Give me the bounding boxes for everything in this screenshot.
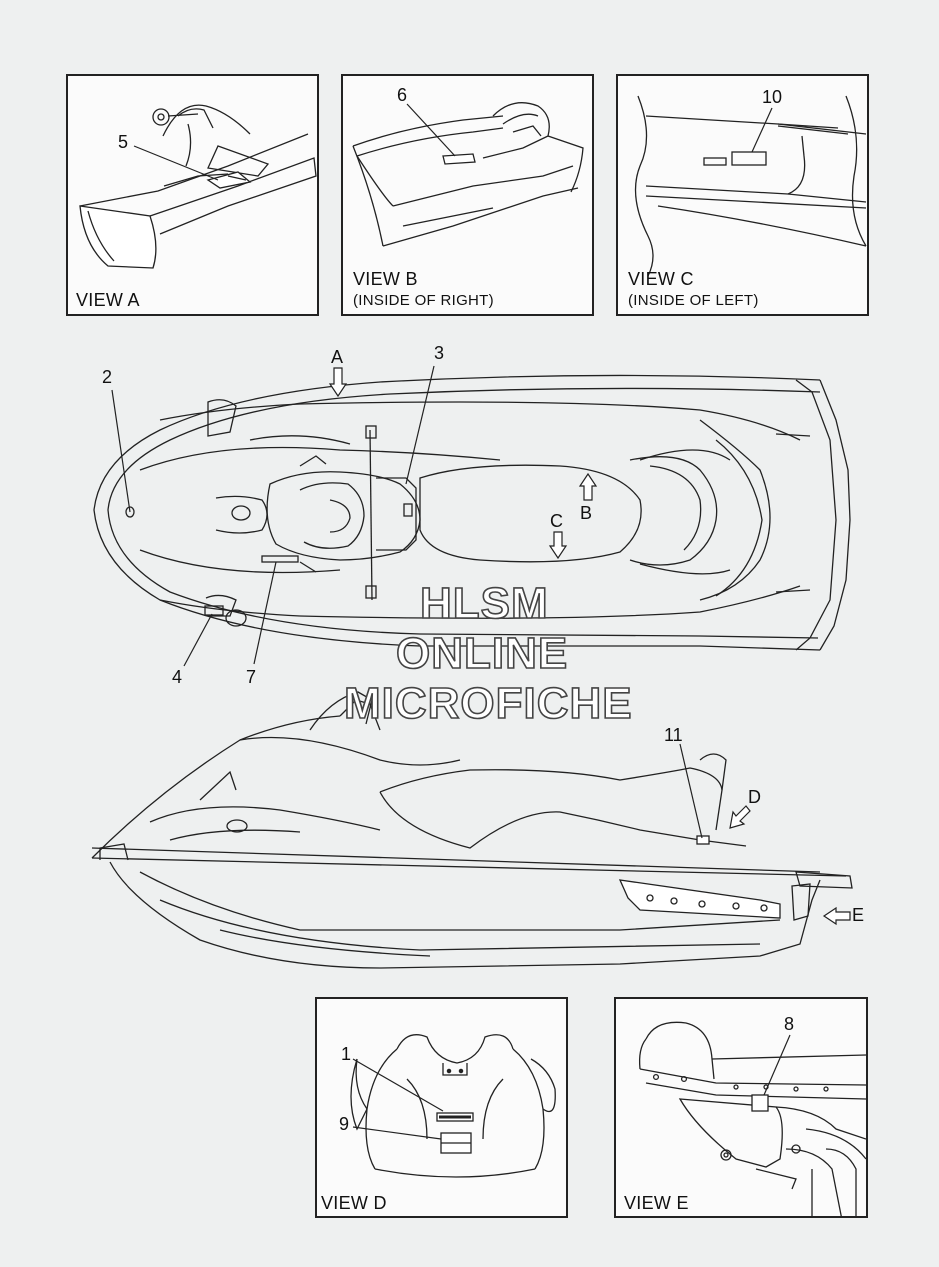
callout-8: 8 bbox=[784, 1014, 795, 1034]
callout-7: 7 bbox=[246, 667, 257, 687]
view-arrow-label-a: A bbox=[331, 347, 344, 367]
callout-6: 6 bbox=[397, 85, 408, 105]
watermark-line-2: ONLINE bbox=[395, 629, 569, 678]
view-e-title: VIEW E bbox=[624, 1193, 689, 1213]
view-a-drawing bbox=[79, 104, 317, 269]
view-arrow-label-d: D bbox=[748, 787, 761, 807]
side-view-hull bbox=[91, 691, 853, 969]
view-arrow-label-c: C bbox=[550, 511, 563, 531]
watermark-line-1: HLSM bbox=[419, 579, 549, 628]
leader-10 bbox=[751, 107, 773, 153]
view-arrow-label-b: B bbox=[580, 503, 593, 523]
top-view-leaders bbox=[111, 365, 435, 667]
watermark-line-3: MICROFICHE bbox=[343, 679, 633, 728]
callout-9: 9 bbox=[339, 1114, 350, 1134]
view-a-title: VIEW A bbox=[76, 290, 140, 310]
callout-1: 1 bbox=[341, 1044, 352, 1064]
leader-6 bbox=[406, 103, 456, 157]
callout-3: 3 bbox=[434, 343, 445, 363]
view-d-title: VIEW D bbox=[321, 1193, 387, 1213]
view-b-panel: 6 VIEW B (INSIDE OF RIGHT) bbox=[341, 74, 594, 316]
view-e-panel: 8 VIEW E bbox=[614, 997, 868, 1218]
view-d-panel: 1 9 VIEW D bbox=[315, 997, 568, 1218]
leaders-view-d bbox=[352, 1058, 444, 1140]
view-c-drawing bbox=[634, 95, 867, 277]
view-b-title: VIEW B bbox=[353, 269, 418, 289]
view-c-panel: 10 VIEW C (INSIDE OF LEFT) bbox=[616, 74, 869, 316]
callout-5: 5 bbox=[118, 132, 129, 152]
view-d-drawing bbox=[350, 1034, 556, 1178]
view-b-subtitle: (INSIDE OF RIGHT) bbox=[353, 292, 494, 309]
view-arrow-label-e: E bbox=[852, 905, 865, 925]
view-b-drawing bbox=[352, 102, 584, 247]
view-e-drawing bbox=[638, 1021, 866, 1216]
callout-11: 11 bbox=[664, 725, 683, 745]
leader-5 bbox=[133, 145, 219, 181]
view-c-subtitle: (INSIDE OF LEFT) bbox=[628, 292, 759, 309]
view-arrows-top bbox=[328, 367, 598, 560]
top-view-hull bbox=[93, 374, 851, 651]
leader-8 bbox=[763, 1034, 791, 1096]
callout-10: 10 bbox=[762, 87, 783, 107]
view-a-panel: 5 VIEW A bbox=[66, 74, 319, 316]
view-c-title: VIEW C bbox=[628, 269, 694, 289]
callout-2: 2 bbox=[102, 367, 113, 387]
side-view-arrows bbox=[679, 743, 851, 926]
callout-4: 4 bbox=[172, 667, 183, 687]
